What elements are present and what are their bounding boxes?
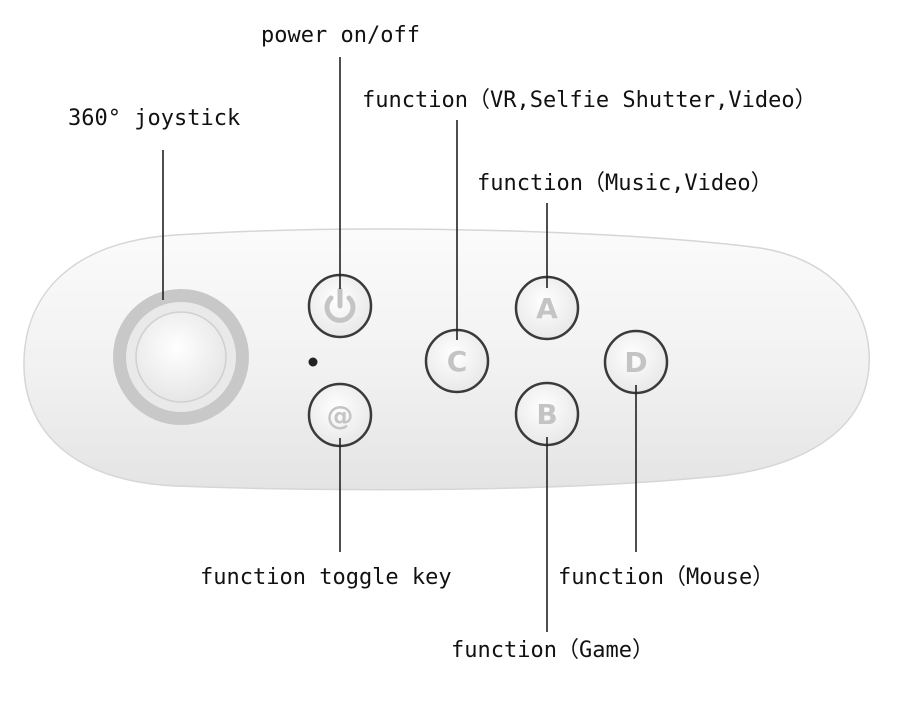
joystick[interactable]: [113, 289, 249, 425]
label-function-a: function（Music,Video）: [477, 171, 773, 196]
power-button[interactable]: [307, 273, 373, 339]
b-button-glyph: B: [536, 398, 557, 431]
label-power: power on/off: [261, 23, 420, 48]
label-function-d: function（Mouse）: [558, 565, 775, 590]
power-icon: [324, 287, 356, 323]
a-button-glyph: A: [536, 292, 558, 325]
toggle-button-glyph: @: [327, 401, 354, 432]
label-function-c: function（VR,Selfie Shutter,Video）: [362, 88, 817, 113]
b-button[interactable]: B: [514, 381, 580, 447]
label-function-b: function（Game）: [451, 638, 654, 663]
d-button[interactable]: D: [603, 329, 669, 395]
label-toggle: function toggle key: [200, 565, 452, 590]
leader-lines: [162, 57, 637, 632]
joystick-cap: [135, 311, 227, 403]
d-button-glyph: D: [624, 346, 647, 379]
toggle-button[interactable]: @: [307, 382, 373, 448]
c-button-glyph: C: [447, 345, 468, 378]
label-joystick: 360° joystick: [68, 106, 241, 131]
indicator-led: [308, 357, 318, 367]
